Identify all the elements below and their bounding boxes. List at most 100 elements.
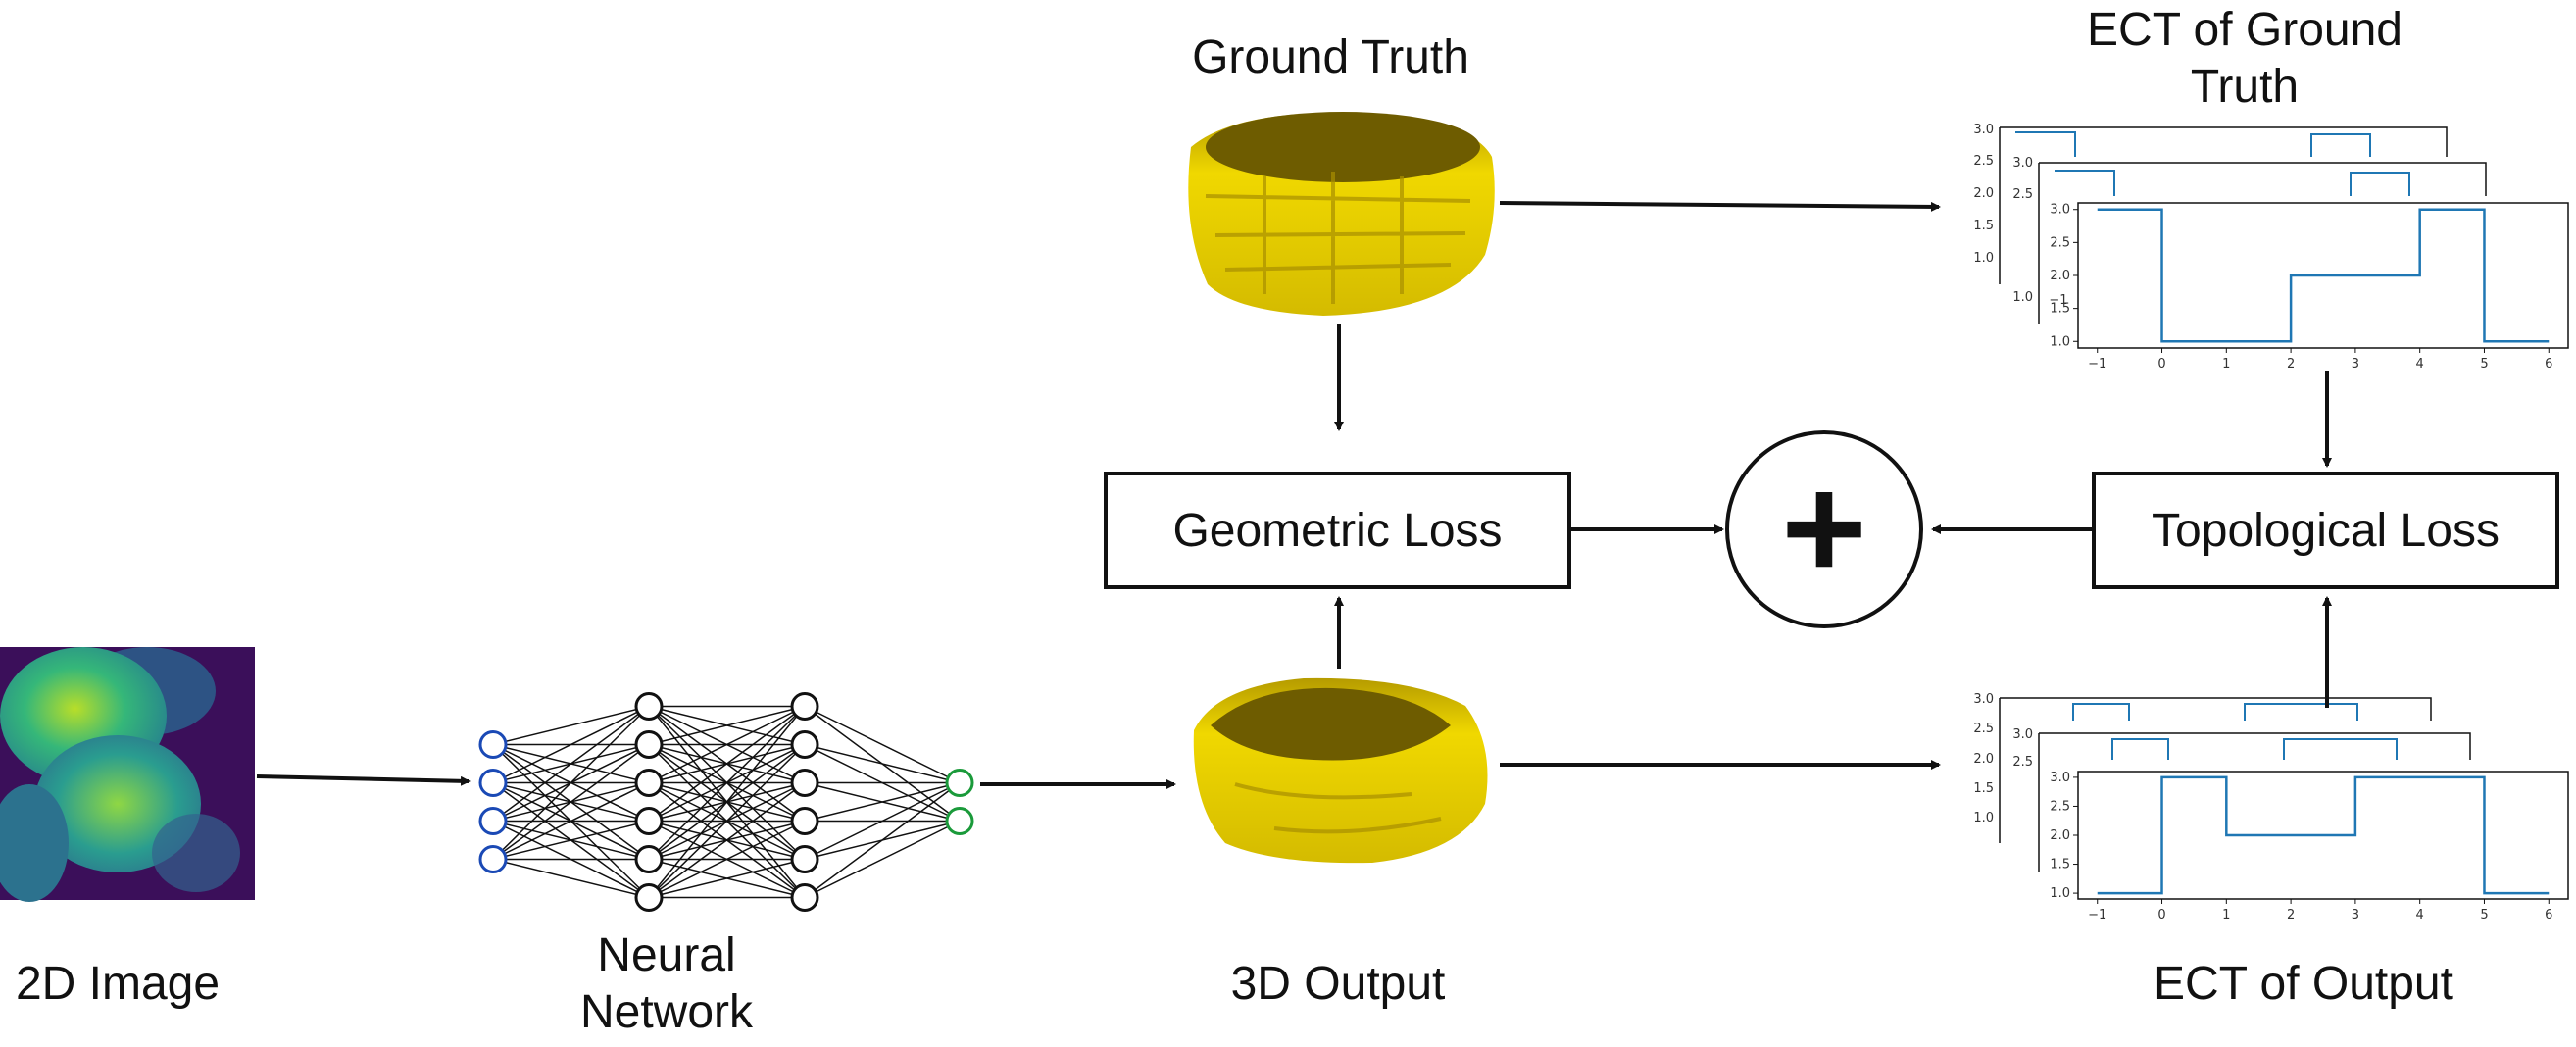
y-tick-label: 3.0 <box>2050 203 2070 218</box>
network-edge <box>648 705 806 823</box>
y-tick-label: 2.0 <box>2050 828 2070 843</box>
network-edge <box>492 705 650 861</box>
y-tick-label: 3.0 <box>2050 771 2070 785</box>
back-tick-label: −1 <box>2049 293 2067 308</box>
x-tick-label: 0 <box>2157 908 2165 922</box>
output-mesh <box>1193 677 1488 864</box>
topological-loss-box: Topological Loss <box>2092 472 2559 589</box>
network-edge <box>648 820 806 899</box>
ect-step-line <box>2097 775 2550 895</box>
plus-symbol: + <box>1781 445 1867 610</box>
back-tick-label: 2.5 <box>2012 755 2033 770</box>
x-tick-label: 4 <box>2416 357 2424 372</box>
geometric-loss-box: Geometric Loss <box>1104 472 1571 589</box>
output-3d-label: 3D Output <box>1230 958 1446 1010</box>
input-neuron <box>478 769 508 797</box>
ect-gt-label-line2: Truth <box>2190 61 2300 113</box>
network-edge <box>648 706 806 898</box>
y-tick-label: 2.5 <box>2050 799 2070 814</box>
network-edge <box>648 743 806 899</box>
input-neuron <box>478 807 508 835</box>
ect-ground-truth-plot: −1 0 1 2 3 4 5 6 3.0 2.5 2.0 1.5 1.0 <box>2050 202 2569 372</box>
back-tick-label: 1.5 <box>1973 781 1994 796</box>
network-edge <box>804 781 961 823</box>
network-edge <box>492 705 650 823</box>
network-edge <box>804 743 961 784</box>
network-edge <box>804 705 961 784</box>
ect-gt-label: ECT of Ground Truth <box>2058 2 2431 116</box>
output-neuron <box>945 769 974 797</box>
x-tick-label: 5 <box>2480 357 2488 372</box>
back-tick-label: 3.0 <box>2012 727 2033 742</box>
ground-truth-mesh <box>1188 112 1495 316</box>
hidden-neuron <box>790 807 819 835</box>
ect-step-line <box>2097 208 2550 343</box>
y-tick-label: 2.0 <box>2050 269 2070 283</box>
arrow-gt-to-ect <box>1499 201 1941 212</box>
x-tick-label: 6 <box>2545 908 2552 922</box>
back-tick-label: 1.5 <box>1973 219 1994 233</box>
arrows <box>256 201 2332 789</box>
network-edge <box>492 743 650 861</box>
x-tick-label: −1 <box>2088 357 2106 372</box>
network-edge <box>804 820 961 899</box>
x-tick-label: 2 <box>2287 357 2295 372</box>
network-edge <box>492 705 650 746</box>
y-tick-label: 1.0 <box>2050 886 2070 901</box>
network-edge <box>648 705 806 746</box>
hidden-neuron <box>790 769 819 797</box>
neural-network <box>478 692 974 912</box>
x-tick-label: 1 <box>2222 357 2230 372</box>
back-tick-label: 3.0 <box>1973 692 1994 707</box>
topological-loss-label: Topological Loss <box>2152 504 2500 557</box>
hidden-neuron <box>634 730 664 759</box>
x-tick-label: 0 <box>2157 357 2165 372</box>
network-edge <box>492 705 650 784</box>
network-edge <box>804 781 961 861</box>
network-edge <box>492 858 650 899</box>
input-neuron <box>478 730 508 759</box>
back-tick-label: 2.5 <box>1973 722 1994 736</box>
ground-truth-label: Ground Truth <box>1192 31 1469 83</box>
network-edge <box>804 781 961 899</box>
hidden-neuron <box>634 769 664 797</box>
hidden-neuron <box>790 845 819 873</box>
ect-output-back-plots <box>1999 697 2471 872</box>
hidden-neuron <box>790 692 819 721</box>
x-tick-label: 3 <box>2352 357 2359 372</box>
back-tick-label: 1.0 <box>1973 251 1994 266</box>
geometric-loss-label: Geometric Loss <box>1172 504 1503 557</box>
output-neuron <box>945 807 974 835</box>
x-tick-label: −1 <box>2088 908 2106 922</box>
back-tick-label: 3.0 <box>1973 123 1994 137</box>
y-tick-label: 1.5 <box>2050 302 2070 317</box>
back-tick-label: 2.0 <box>1973 752 1994 767</box>
back-tick-label: 1.0 <box>1973 811 1994 825</box>
arrow-image-to-network <box>256 774 471 786</box>
network-edge <box>648 705 806 861</box>
hidden-neuron <box>634 692 664 721</box>
hidden-neuron <box>634 845 664 873</box>
back-plot-ticks: 3.0 2.5 2.0 1.5 1.0 3.0 2.5 −1 1.0 3.0 2.5 2.0 1.5 1.… <box>1973 123 2067 825</box>
x-tick-label: 3 <box>2352 908 2359 922</box>
back-tick-label: 3.0 <box>2012 156 2033 171</box>
ect-output-label: ECT of Output <box>2154 958 2453 1010</box>
x-tick-label: 1 <box>2222 908 2230 922</box>
x-tick-label: 5 <box>2480 908 2488 922</box>
x-tick-label: 4 <box>2416 908 2424 922</box>
network-edge <box>492 781 650 861</box>
x-tick-label: 2 <box>2287 908 2295 922</box>
network-edge <box>492 820 650 861</box>
network-edge <box>648 781 806 899</box>
hidden-neuron <box>634 883 664 912</box>
y-tick-label: 2.5 <box>2050 235 2070 250</box>
hidden-neuron <box>634 807 664 835</box>
x-tick-label: 6 <box>2545 357 2552 372</box>
network-label-line1: Neural <box>597 929 736 981</box>
y-tick-label: 1.0 <box>2050 334 2070 349</box>
back-tick-label: 2.0 <box>1973 186 1994 201</box>
network-label: Neural Network <box>529 927 804 1041</box>
hidden-neuron <box>790 730 819 759</box>
